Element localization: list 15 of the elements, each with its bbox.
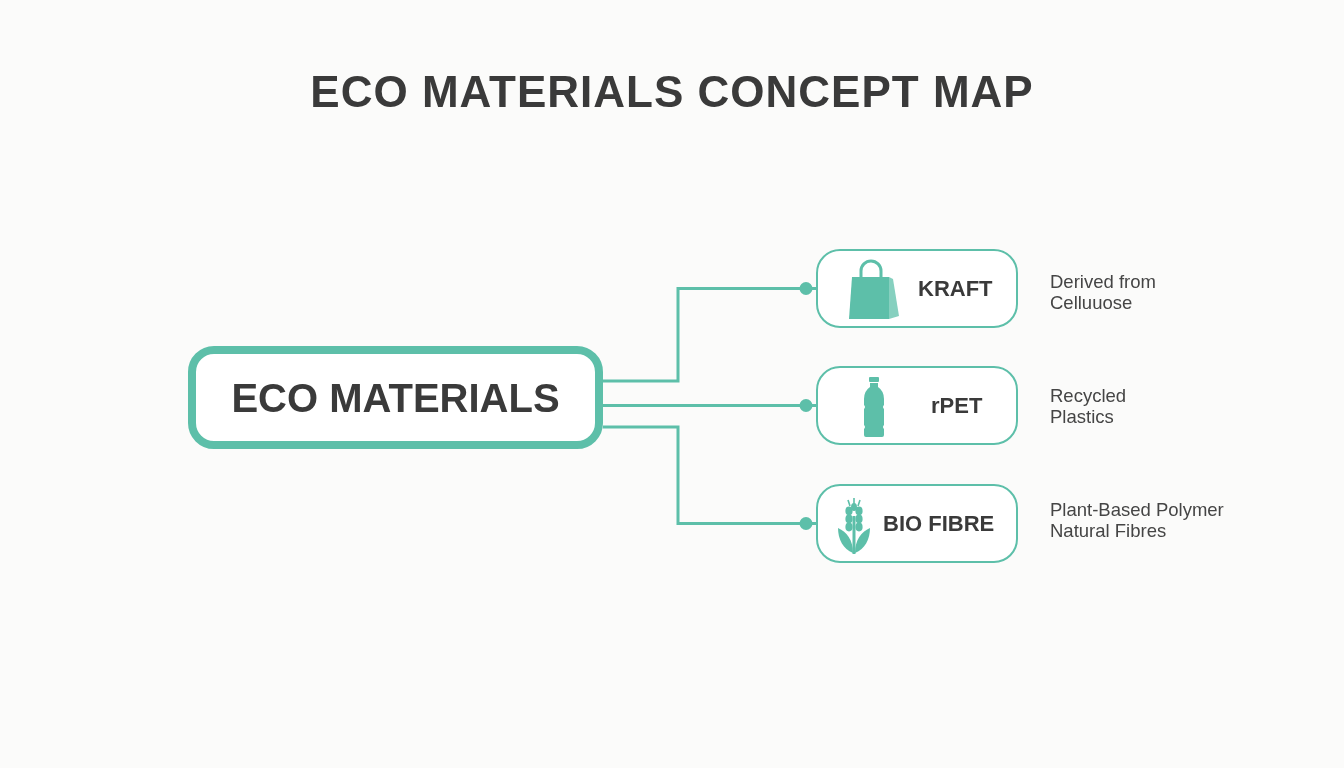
description-text: Recycled Plastics [1050,385,1128,427]
connector [603,399,816,412]
topic-title: ECO MATERIALS [231,374,560,421]
material-box [816,249,1018,328]
material-name: rPET [931,392,983,419]
central-topic-box [188,346,603,449]
connector [603,425,816,530]
connector [603,282,816,383]
material-box [816,484,1018,563]
material-name: BIO FIBRE [883,510,995,537]
diagram-title: ECO MATERIALS CONCEPT MAP [310,66,1034,118]
description-text: Derived from Celluuose [1050,271,1157,313]
material-name: KRAFT [918,275,993,302]
material-box [816,366,1018,445]
description-text: Plant-Based Polymer Natural Fibres [1050,499,1225,541]
